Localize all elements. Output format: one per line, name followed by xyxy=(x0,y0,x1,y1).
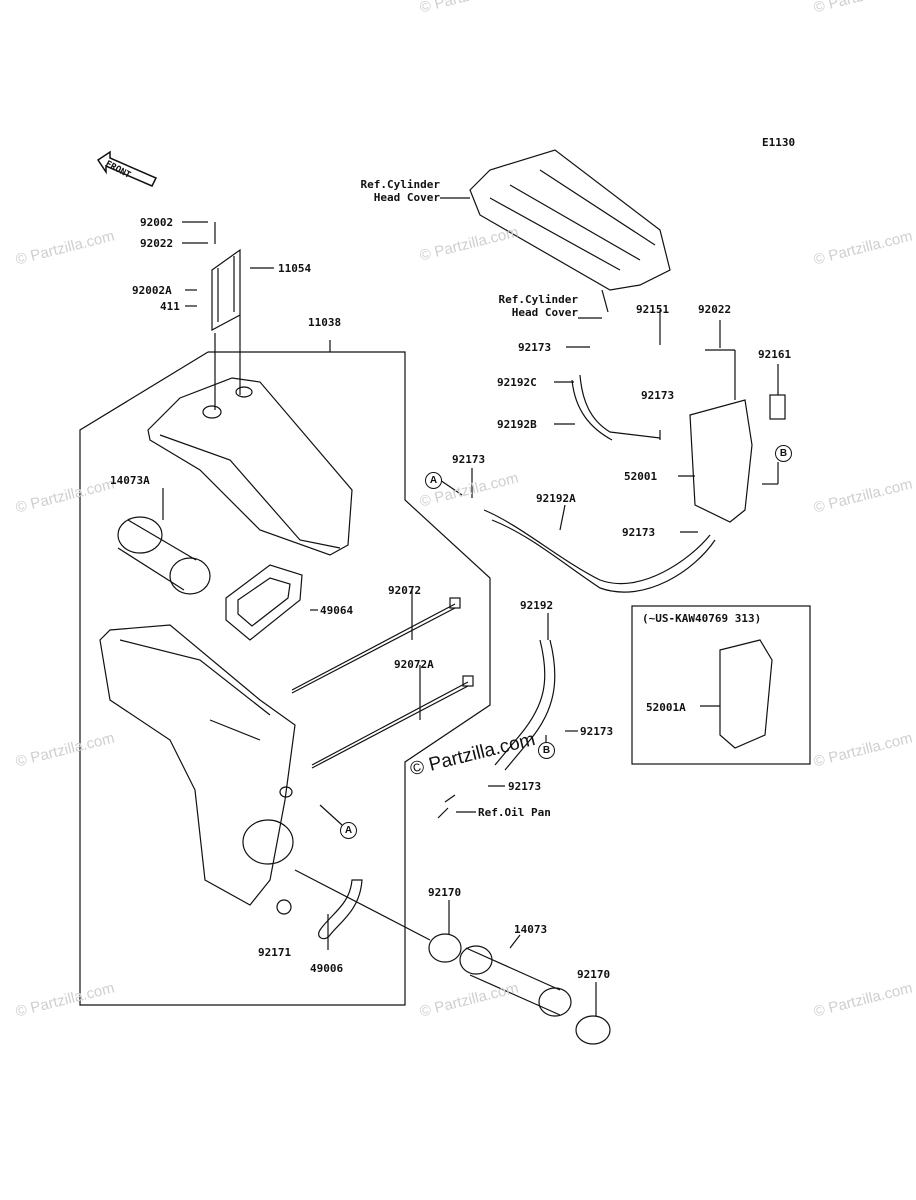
part-label-52001A: 52001A xyxy=(646,701,686,714)
ref-line: Head Cover xyxy=(511,306,578,319)
ref-line: Ref.Cylinder xyxy=(498,293,578,306)
ref-circle-a: A xyxy=(425,472,442,489)
clamp-92170-b xyxy=(575,1015,611,1045)
part-label-92173: 92173 xyxy=(641,389,675,402)
hose-92192B xyxy=(571,379,613,441)
ref-circle-b: B xyxy=(538,742,555,759)
hose-92192C xyxy=(579,374,661,439)
part-label-92170: 92170 xyxy=(428,886,462,899)
inset-frame xyxy=(631,605,811,765)
hose-92192A xyxy=(483,509,711,585)
part-label-92173: 92173 xyxy=(508,780,542,793)
tie-92072A xyxy=(311,681,469,769)
part-label-92170: 92170 xyxy=(577,968,611,981)
element-49064 xyxy=(225,564,303,641)
bracket-11054 xyxy=(211,248,241,332)
separator-52001 xyxy=(689,399,753,523)
clamp-92170-a xyxy=(428,933,462,963)
airbox-lower xyxy=(99,624,296,906)
part-label-11054: 11054 xyxy=(278,262,312,275)
part-label-92192: 92192 xyxy=(520,599,554,612)
ref-line: Ref.Cylinder xyxy=(360,178,440,191)
part-label-11038: 11038 xyxy=(308,316,342,329)
part-label-92161: 92161 xyxy=(758,348,792,361)
part-label-92002: 92002 xyxy=(140,216,174,229)
tie-92072 xyxy=(291,603,456,694)
hose-92192 xyxy=(494,639,546,766)
part-label-92173: 92173 xyxy=(518,341,552,354)
part-label-14073A: 14073A xyxy=(110,474,150,487)
tube-14073-end xyxy=(459,945,493,975)
part-label-92192A: 92192A xyxy=(536,492,576,505)
airbox-cover xyxy=(147,377,353,556)
ref-oil-pan: Ref.Oil Pan xyxy=(478,806,551,819)
front-arrow-icon xyxy=(96,150,158,187)
part-label-49006: 49006 xyxy=(310,962,344,975)
part-label-92171: 92171 xyxy=(258,946,292,959)
ref-cylinder-head-cover-2: Ref.Cylinder Head Cover xyxy=(436,293,578,319)
part-label-92022: 92022 xyxy=(698,303,732,316)
airbox-frame xyxy=(79,351,491,1006)
part-label-92002A: 92002A xyxy=(132,284,172,297)
hose-49006 xyxy=(318,879,363,940)
part-label-92192C: 92192C xyxy=(497,376,537,389)
cylinder-head-cover xyxy=(469,149,671,291)
filter-14073A xyxy=(117,516,163,554)
inset-note: (~US-KAW40769 313) xyxy=(642,612,762,625)
part-label-92072: 92072 xyxy=(388,584,422,597)
ref-line: Head Cover xyxy=(373,191,440,204)
diagram-code: E1130 xyxy=(762,136,796,149)
part-label-92072A: 92072A xyxy=(394,658,434,671)
part-label-92173: 92173 xyxy=(580,725,614,738)
ref-circle-a: A xyxy=(340,822,357,839)
part-label-14073: 14073 xyxy=(514,923,548,936)
part-label-49064: 49064 xyxy=(320,604,354,617)
separator-52001A xyxy=(719,639,773,749)
part-label-92151: 92151 xyxy=(636,303,670,316)
part-label-92173: 92173 xyxy=(622,526,656,539)
ref-cylinder-head-cover-1: Ref.Cylinder Head Cover xyxy=(300,178,440,204)
part-label-92022: 92022 xyxy=(140,237,174,250)
part-label-52001: 52001 xyxy=(624,470,658,483)
part-label-411: 411 xyxy=(160,300,180,313)
part-label-92192B: 92192B xyxy=(497,418,537,431)
ref-circle-b: B xyxy=(775,445,792,462)
part-label-92173: 92173 xyxy=(452,453,486,466)
